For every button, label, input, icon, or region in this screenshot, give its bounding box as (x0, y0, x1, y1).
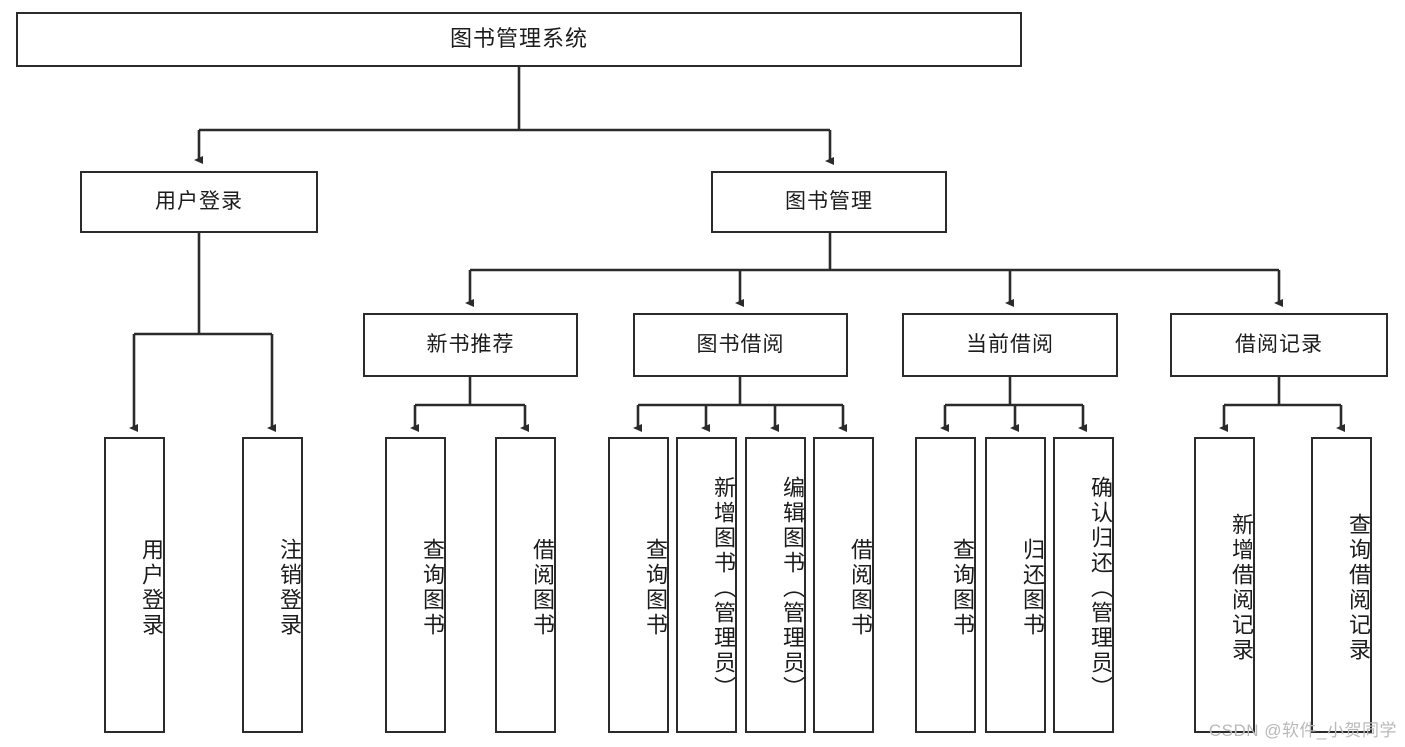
leaf-label: 查询借阅记录 (1346, 513, 1371, 663)
leaf-label: 编辑图书（管理员） (780, 475, 805, 701)
leaf-label: 借阅图书 (530, 538, 555, 638)
node-book-management-label: 图书管理 (785, 190, 873, 214)
node-current-borrow-label: 当前借阅 (966, 333, 1054, 357)
leaf-label: 查询图书 (643, 538, 668, 638)
leaf-borrow-record-add[interactable]: 新增借阅记录 (1194, 437, 1255, 733)
leaf-user-login-login[interactable]: 用户登录 (104, 437, 165, 733)
leaf-book-borrow-add[interactable]: 新增图书（管理员） (676, 437, 737, 733)
node-new-book-recommend-label: 新书推荐 (426, 333, 515, 357)
leaf-book-borrow-edit[interactable]: 编辑图书（管理员） (745, 437, 806, 733)
leaf-label: 确认归还（管理员） (1088, 475, 1113, 701)
watermark: CSDN @软件_小贺同学 (1208, 721, 1397, 740)
node-book-borrow-label: 图书借阅 (696, 333, 785, 357)
leaf-borrow-record-query[interactable]: 查询借阅记录 (1311, 437, 1372, 733)
leaf-book-borrow-query[interactable]: 查询图书 (608, 437, 669, 733)
node-borrow-record-label: 借阅记录 (1235, 333, 1323, 357)
node-book-management[interactable]: 图书管理 (711, 171, 947, 233)
leaf-label: 查询图书 (950, 538, 975, 638)
node-borrow-record[interactable]: 借阅记录 (1170, 313, 1388, 377)
leaf-label: 查询图书 (420, 538, 445, 638)
node-user-login-label: 用户登录 (155, 190, 243, 214)
leaf-book-borrow-borrow[interactable]: 借阅图书 (813, 437, 874, 733)
node-current-borrow[interactable]: 当前借阅 (902, 313, 1118, 377)
leaf-label: 借阅图书 (848, 538, 873, 638)
node-root[interactable]: 图书管理系统 (16, 12, 1022, 67)
leaf-label: 新增借阅记录 (1229, 513, 1254, 663)
leaf-user-login-logout[interactable]: 注销登录 (242, 437, 303, 733)
node-root-label: 图书管理系统 (449, 26, 588, 52)
node-user-login[interactable]: 用户登录 (80, 171, 318, 233)
node-book-borrow[interactable]: 图书借阅 (633, 313, 848, 377)
leaf-new-book-query[interactable]: 查询图书 (385, 437, 446, 733)
leaf-new-book-borrow[interactable]: 借阅图书 (495, 437, 556, 733)
leaf-label: 用户登录 (139, 538, 164, 638)
leaf-current-borrow-query[interactable]: 查询图书 (915, 437, 976, 733)
leaf-label: 注销登录 (277, 538, 302, 638)
node-new-book-recommend[interactable]: 新书推荐 (363, 313, 578, 377)
leaf-current-borrow-confirm-return[interactable]: 确认归还（管理员） (1053, 437, 1114, 733)
leaf-label: 归还图书 (1020, 538, 1045, 638)
leaf-label: 新增图书（管理员） (711, 475, 736, 701)
leaf-current-borrow-return[interactable]: 归还图书 (985, 437, 1046, 733)
